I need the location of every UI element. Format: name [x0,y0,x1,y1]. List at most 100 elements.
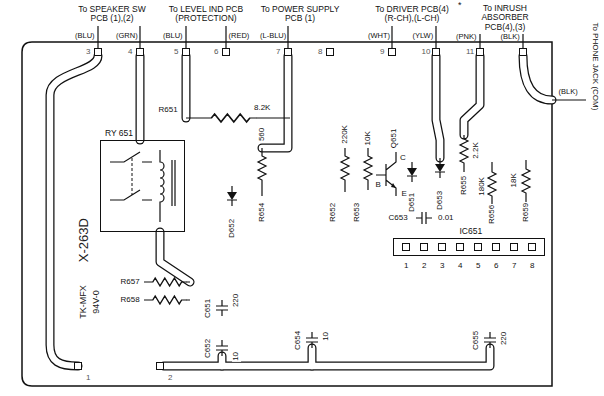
resistor-symbol [258,152,266,184]
wire [552,99,586,100]
resistor-symbol [364,152,372,184]
component-label: C653 [388,214,409,223]
component-label: 10 [322,330,331,341]
pad [183,49,190,56]
wire-color: (WHT) [367,32,391,40]
relay-contact [110,152,152,200]
component-label: R658 [120,296,141,305]
wire-color: (GRN) [115,32,139,40]
diode-symbol [227,186,237,206]
component-label: 220 [232,292,241,307]
pad-number: 9 [379,48,385,57]
pad [520,49,527,56]
wire-color: (L-BLU) [259,32,287,40]
trace-fill [183,56,190,118]
transistor-symbol [376,152,396,196]
trace-outline [436,56,440,158]
component-label: B [375,181,382,190]
relay-outline: RY 651 [100,140,185,232]
connection-note: To DRIVER PCB(4) (R-CH),(L-CH) [371,5,453,24]
trace-outline [312,348,490,366]
trace-fill [50,56,98,366]
relay-symbol [110,150,175,222]
pad [389,49,396,56]
pad-number: 7 [275,48,281,57]
component-label: 220K [340,124,349,145]
relay-core [172,160,175,206]
pin-number: 7 [511,262,517,271]
wire-color: (RED) [228,32,251,40]
pad [95,49,102,56]
pad-number: 6 [213,48,219,57]
resistor-lead [144,282,190,300]
pad [477,49,484,56]
ic-pad [421,244,428,251]
wire-color: (BLU) [74,32,96,40]
trace-fill [436,56,440,158]
resistor-lead [463,167,464,172]
wire [98,26,523,49]
trace-outline [136,56,145,140]
ic-pad [529,244,536,251]
pad [433,49,440,56]
pad-number: 1 [85,374,91,383]
component-label: 10 [232,350,241,361]
pad-number: 5 [173,48,179,57]
trace-outline [464,56,480,135]
connection-note: To SPEAKER SW PCB (1),(2) [72,5,152,24]
component-label: R656 [488,203,497,224]
component-label: R654 [258,201,267,222]
trace-outline [50,56,98,366]
ic-pad [493,244,500,251]
capacitor-symbol [484,332,496,348]
component-label: D653 [436,189,445,210]
component-label: C655 [472,329,481,350]
trace-outline [182,56,191,118]
component-label: 10K [364,130,373,146]
component-label: 18K [510,172,519,188]
transistor-arrow [391,183,396,188]
component-label: C651 [204,297,213,318]
part-heading: IC651 [459,227,484,236]
pin-number: 1 [403,262,409,271]
pad [75,363,82,370]
component-label: 2.2K [472,141,481,159]
solder-pads [75,49,536,370]
component-label: Q651 [390,127,399,149]
connection-note: To LEVEL IND PCB (PROTECTION) [162,5,250,24]
pad [223,49,230,56]
component-label: R657 [120,278,141,287]
component-label: D652 [228,217,237,238]
diode-symbol [407,162,417,182]
resistor-symbol [148,278,186,286]
pad [327,49,334,56]
component-label: R659 [522,201,531,222]
trace-fill [523,56,552,100]
pad-number: 4 [127,48,133,57]
trace-fill [137,56,144,140]
capacitor-symbol [216,300,228,316]
component-label: D651 [408,191,417,212]
wire-color: (BLK) [500,33,521,41]
ic-pad [439,244,446,251]
resistor-symbol [205,114,256,122]
trace-outline [164,356,222,366]
component-label: E [401,190,408,199]
trace-outline [523,56,552,100]
component-label: C [399,154,407,163]
pad [137,49,144,56]
ic-pad [457,244,464,251]
board-marking: TK-MFX [79,284,89,320]
pad-number: 8 [317,48,323,57]
ic-pad [475,244,482,251]
resistor-symbol [522,165,530,197]
relay-coil [160,150,164,222]
ic-pad [511,244,518,251]
pin-number: 3 [439,262,445,271]
component-label: C652 [204,337,213,358]
asterisk-mark: * [457,1,463,11]
component-label: 220 [500,330,509,345]
pin-number: 4 [457,262,463,271]
component-label: C654 [294,329,303,350]
